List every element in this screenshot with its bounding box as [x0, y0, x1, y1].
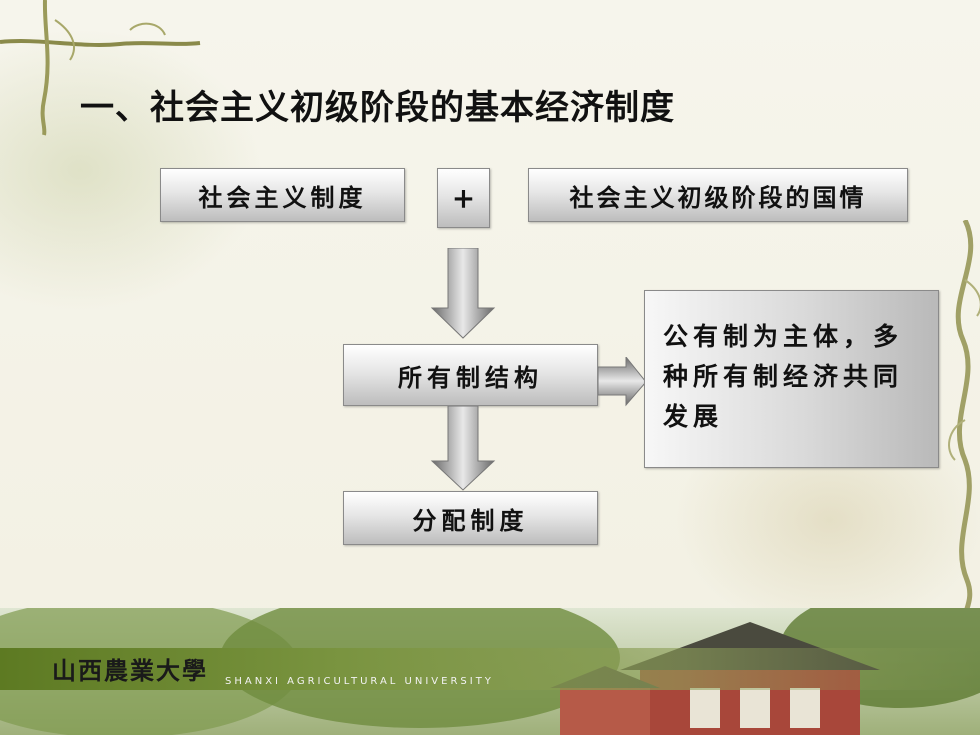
footer-banner — [0, 608, 980, 735]
box-public-ownership: 公有制为主体，多种所有制经济共同发展 — [644, 290, 939, 468]
university-logo-subtitle: SHANXI AGRICULTURAL UNIVERSITY — [225, 676, 494, 687]
box-distribution-system: 分配制度 — [343, 491, 598, 545]
box-national-conditions-label: 社会主义初级阶段的国情 — [569, 182, 867, 212]
box-distribution-system-label: 分配制度 — [412, 505, 529, 535]
box-socialist-system-label: 社会主义制度 — [198, 182, 367, 212]
arrow-right-icon — [598, 357, 647, 407]
plus-sign: + — [451, 181, 476, 215]
slide-title: 一、社会主义初级阶段的基本经济制度 — [80, 88, 675, 128]
box-ownership-structure: 所有制结构 — [343, 344, 598, 406]
campus-photo — [0, 608, 980, 735]
box-ownership-structure-label: 所有制结构 — [398, 362, 543, 392]
vine-decoration-top-left — [0, 0, 201, 136]
university-logo: 山西農業大學 — [52, 656, 208, 685]
box-socialist-system: 社会主义制度 — [160, 168, 405, 222]
plus-box: + — [437, 168, 490, 228]
box-national-conditions: 社会主义初级阶段的国情 — [528, 168, 908, 222]
vine-decoration-right — [948, 220, 980, 620]
arrow-down-icon-2 — [430, 406, 496, 491]
arrow-down-icon — [430, 248, 496, 339]
box-public-ownership-label: 公有制为主体，多种所有制经济共同发展 — [663, 322, 904, 431]
